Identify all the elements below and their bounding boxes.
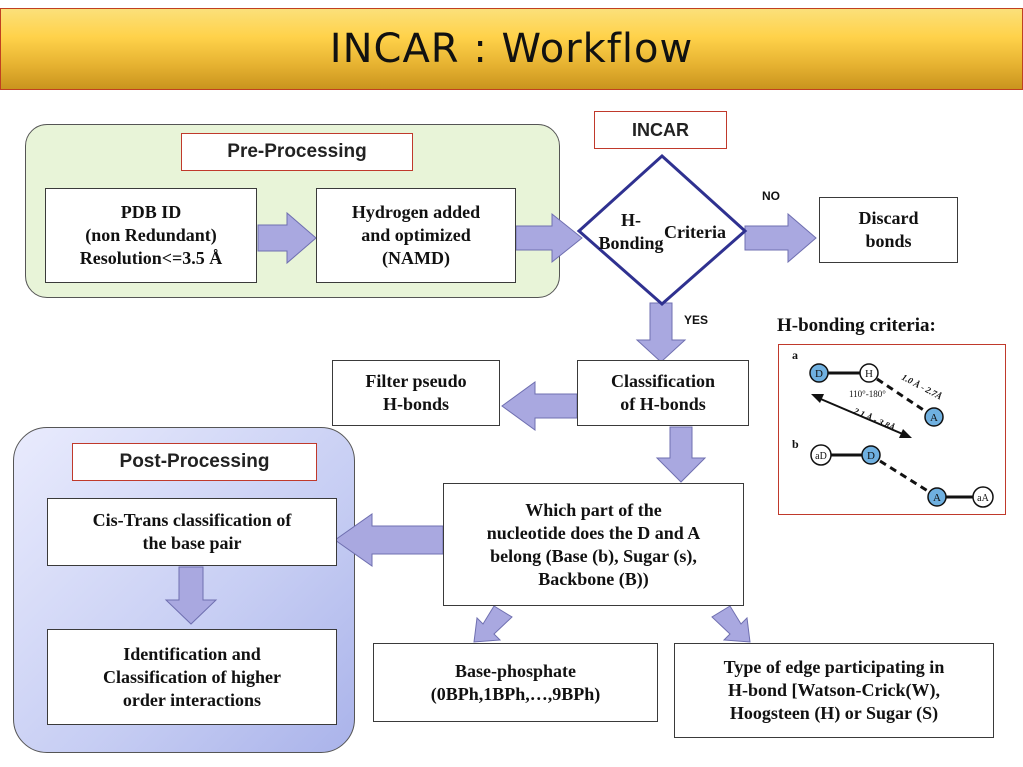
node-a-b-label: A <box>933 492 941 504</box>
cis-trans-box: Cis-Trans classification of the base pai… <box>47 498 337 566</box>
yes-label: YES <box>684 313 709 327</box>
criteria-panel: a D H A 1.0 Å - 2.7Å 110°-180° 2.1 Å - 3… <box>778 344 1006 515</box>
node-h-label: H <box>865 368 873 380</box>
node-aa <box>972 486 994 508</box>
arrow-criteria-to-discard <box>744 212 817 264</box>
angle-label: 110°-180° <box>849 389 886 399</box>
criteria-diagram: a D H A 1.0 Å - 2.7Å 110°-180° 2.1 Å - 3… <box>792 348 994 508</box>
pre-processing-label: Pre-Processing <box>181 133 413 171</box>
criteria-panel-title: H-bonding criteria: <box>777 315 936 336</box>
distance-d-a-arrow <box>815 396 906 436</box>
distance-d-a-label: 2.1 Å - 3.8Å <box>851 405 896 433</box>
node-d-b <box>861 445 881 465</box>
node-a-b <box>927 487 947 507</box>
panel-a-label: a <box>792 348 798 362</box>
page-title: INCAR : Workflow <box>329 26 694 72</box>
decision-line-2: Criteria <box>664 221 726 242</box>
arrow-whichpart-to-cistrans <box>334 513 444 567</box>
arrow-classification-to-whichpart <box>655 426 707 483</box>
arrowhead-left <box>811 394 824 403</box>
identification-box: Identification and Classification of hig… <box>47 629 337 725</box>
node-h <box>859 363 879 383</box>
discard-bonds-box: Discard bonds <box>819 197 958 263</box>
post-processing-label: Post-Processing <box>72 443 317 481</box>
arrow-hydrogen-to-criteria <box>515 212 583 264</box>
node-d-a-label: D <box>815 368 823 380</box>
node-a-a-label: A <box>930 412 938 424</box>
edge-type-box: Type of edge participating in H-bond [Wa… <box>674 643 994 738</box>
arrow-pdb-to-hydrogen <box>257 211 317 265</box>
node-ad <box>810 444 832 466</box>
node-ad-label: aD <box>815 451 827 462</box>
node-d-b-label: D <box>867 450 875 462</box>
classification-box: Classification of H-bonds <box>577 360 749 426</box>
title-banner: INCAR : Workflow <box>0 8 1023 90</box>
arrow-whichpart-to-basephosphate <box>473 605 513 643</box>
incar-label: INCAR <box>594 111 727 149</box>
node-a-a <box>924 407 944 427</box>
arrow-criteria-to-classification <box>635 302 687 363</box>
panel-b-label: b <box>792 437 799 451</box>
filter-pseudo-box: Filter pseudo H-bonds <box>332 360 500 426</box>
h-bonding-decision-diamond <box>576 153 748 306</box>
distance-dh-a-label: 1.0 Å - 2.7Å <box>900 372 944 402</box>
which-part-box: Which part of the nucleotide does the D … <box>443 483 744 606</box>
hydrogen-added-box: Hydrogen added and optimized (NAMD) <box>316 188 516 283</box>
hbond-d-a-b <box>879 459 932 495</box>
arrow-cistrans-to-identification <box>164 566 218 625</box>
no-label: NO <box>762 189 780 203</box>
base-phosphate-box: Base-phosphate (0BPh,1BPh,…,9BPh) <box>373 643 658 722</box>
arrow-classification-to-filter <box>501 381 578 431</box>
h-bonding-criteria-text: H-Bonding Criteria <box>598 208 726 256</box>
node-d-a <box>809 363 829 383</box>
pdb-id-box: PDB ID (non Redundant) Resolution<=3.5 Å <box>45 188 257 283</box>
arrow-whichpart-to-edge <box>711 605 751 643</box>
arrowhead-right <box>899 429 912 438</box>
hbond-h-a <box>876 377 929 415</box>
decision-line-1: H-Bonding <box>598 210 664 253</box>
node-aa-label: aA <box>977 493 989 504</box>
